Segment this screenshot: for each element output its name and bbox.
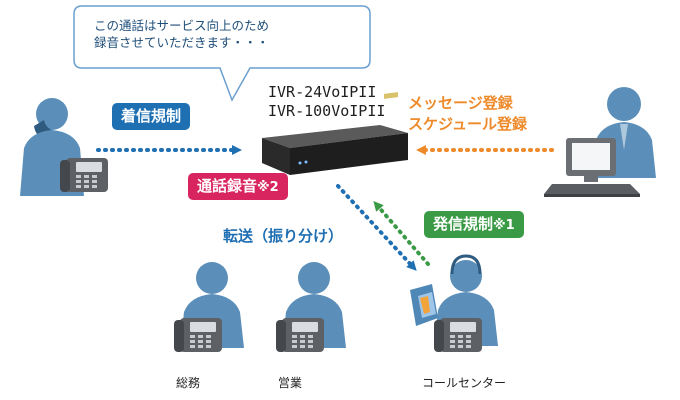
call-recording-note: ※2	[257, 180, 279, 195]
call-center-label: コールセンター	[422, 376, 507, 390]
outgoing-arrow	[373, 200, 430, 266]
incoming-restriction-label: 着信規制	[121, 107, 182, 125]
caller-phone-icon	[60, 158, 108, 192]
speech-bubble-line-2: 録音させていただきます・・・	[94, 35, 270, 50]
message-registration-label: メッセージ登録	[408, 94, 513, 112]
computer-icon	[544, 138, 640, 197]
device-name-2: IVR-100VoIPII	[268, 102, 386, 120]
sales-phone-icon	[276, 318, 324, 352]
schedule-registration-label: スケジュール登録	[408, 115, 527, 133]
general-affairs-label: 総務	[176, 376, 201, 390]
speech-bubble	[73, 5, 371, 102]
call-center-phone-icon	[434, 318, 482, 352]
speech-bubble-line-1: この通話はサービス向上のため	[94, 18, 270, 33]
call-recording-badge: 通話録音※2	[188, 173, 288, 200]
sales-label: 営業	[278, 376, 303, 390]
incoming-restriction-badge: 着信規制	[112, 103, 191, 130]
transfer-arrow	[336, 184, 417, 271]
call-center-desk-icon	[410, 284, 438, 326]
call-recording-label: 通話録音	[197, 177, 258, 195]
device-name-1: IVR-24VoIPII	[268, 83, 377, 101]
speech-bubble-text: この通話はサービス向上のため 録音させていただきます・・・	[94, 17, 269, 51]
transfer-label: 転送（振り分け）	[223, 227, 344, 245]
outgoing-restriction-note: ※1	[493, 218, 515, 233]
outgoing-restriction-badge: 発信規制※1	[424, 211, 524, 238]
ivr-device-icon	[262, 92, 408, 175]
general-affairs-phone-icon	[174, 318, 222, 352]
outgoing-restriction-label: 発信規制	[433, 215, 494, 233]
